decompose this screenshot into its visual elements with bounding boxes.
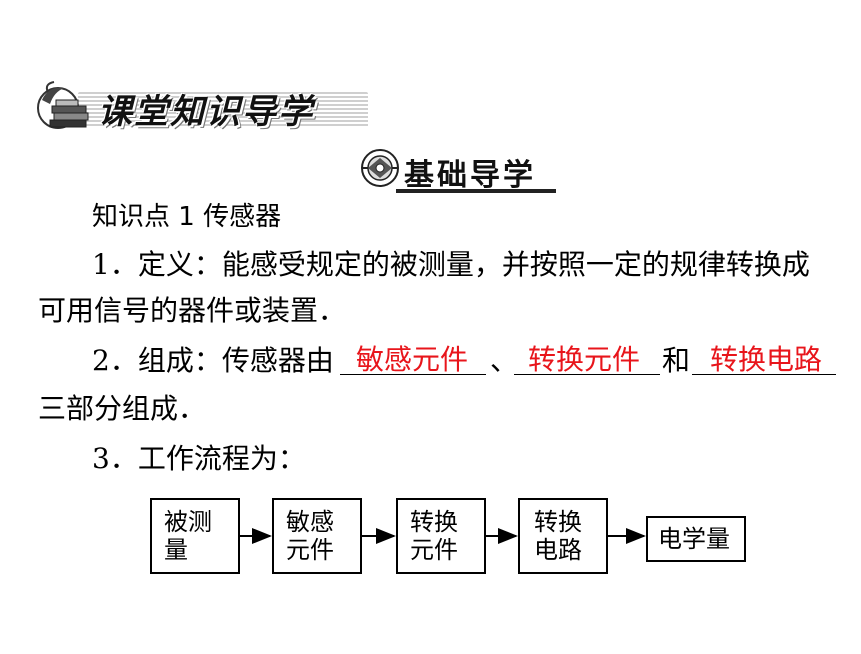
banner-title: 课堂知识导学 <box>98 92 314 132</box>
flow-box-line: 转换 <box>410 508 458 536</box>
flow-box-line: 元件 <box>410 536 458 564</box>
answer-1: 敏感元件 <box>356 343 469 376</box>
workflow-label: 3．工作流程为： <box>92 442 306 475</box>
flow-box-conversion-element: 转换 元件 <box>396 498 486 574</box>
flow-box-line: 电学量 <box>658 525 730 553</box>
section-title: 基础导学 <box>404 158 536 193</box>
flow-box-line: 转换 <box>534 508 582 536</box>
flow-box-measured-quantity: 被测 量 <box>150 498 240 574</box>
composition-prefix: 2．组成：传感器由 <box>92 344 334 377</box>
banner-background-stripes <box>78 92 368 128</box>
books-reading-icon <box>37 81 89 129</box>
flow-box-line: 量 <box>164 536 188 564</box>
answer-2: 转换元件 <box>528 343 641 376</box>
blank-3 <box>692 374 836 375</box>
knowledge-point-heading: 知识点 1 传感器 <box>92 202 282 232</box>
composition-separator-1: 、 <box>490 344 519 377</box>
flow-box-line: 敏感 <box>286 508 334 536</box>
blank-2 <box>514 374 660 375</box>
flow-box-electrical-quantity: 电学量 <box>646 516 746 562</box>
flow-box-sensitive-element: 敏感 元件 <box>272 498 362 574</box>
flow-box-line: 电路 <box>534 536 582 564</box>
flow-box-conversion-circuit: 转换 电路 <box>518 498 608 574</box>
section-title-underline <box>396 189 556 193</box>
answer-3: 转换电路 <box>710 343 823 376</box>
definition-line-1: 1．定义：能感受规定的被测量，并按照一定的规律转换成 <box>92 248 810 281</box>
flower-icon <box>361 149 399 187</box>
composition-separator-2: 和 <box>662 344 691 377</box>
flow-box-line: 元件 <box>286 536 334 564</box>
flow-box-line: 被测 <box>164 508 212 536</box>
blank-1 <box>340 374 486 375</box>
composition-line-2: 三部分组成． <box>38 392 207 425</box>
definition-line-2: 可用信号的器件或装置． <box>38 294 347 327</box>
